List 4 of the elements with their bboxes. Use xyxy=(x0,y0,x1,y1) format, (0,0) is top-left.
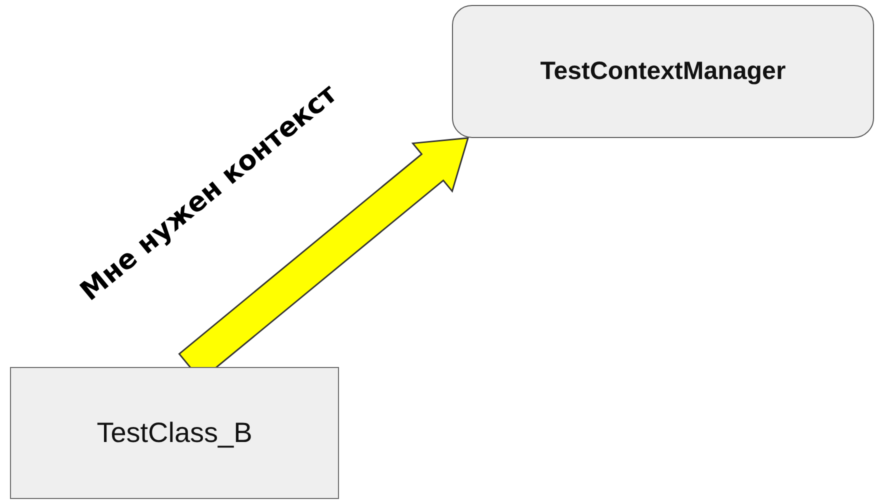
rounded-box xyxy=(452,5,874,138)
node-label: TestContextManager xyxy=(540,57,786,86)
node-label: TestClass_B xyxy=(96,417,252,449)
process-box xyxy=(10,367,339,499)
